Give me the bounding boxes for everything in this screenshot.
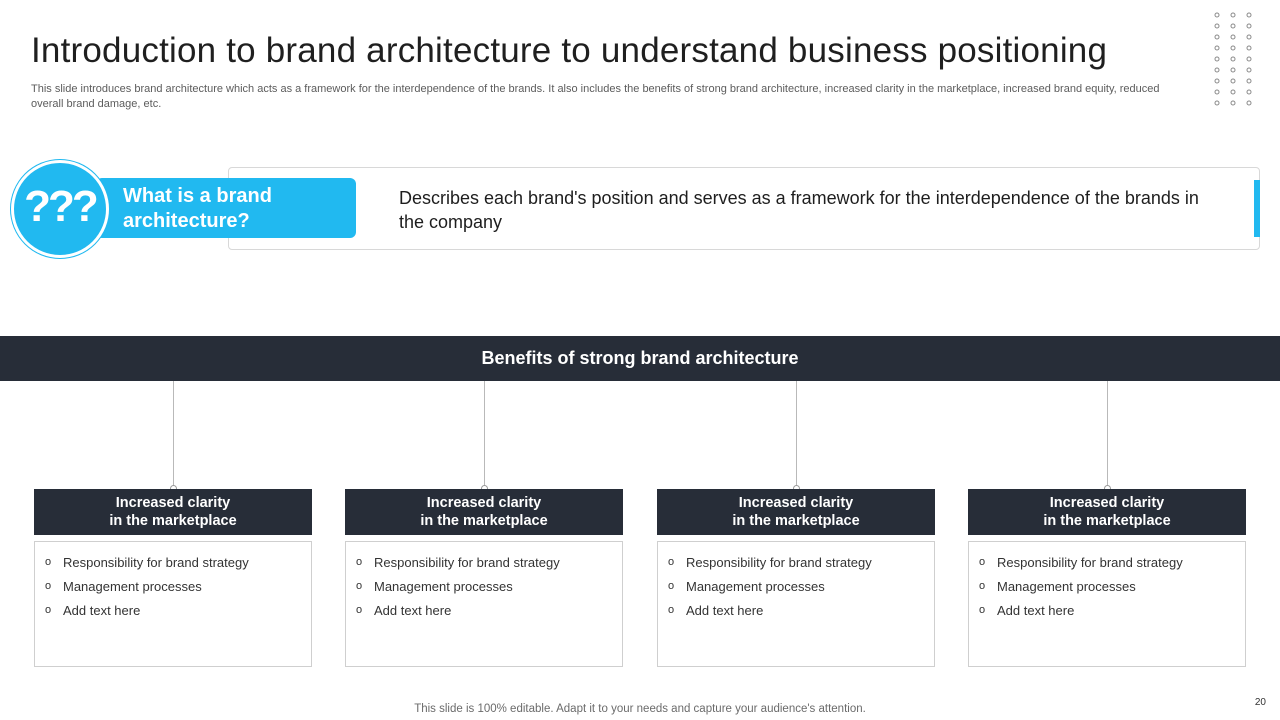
list-item: o Management processes [35,574,311,598]
list-item: o Add text here [346,598,622,622]
bullet-icon: o [356,580,363,592]
bullet-icon: o [356,556,363,568]
benefit-title-line1: Increased clarity [738,495,854,511]
definition-card-accent-bar [1254,180,1260,237]
list-item-text: Add text here [374,602,452,618]
list-item: o Add text here [35,598,311,622]
benefit-column-header: Increased clarity in the marketplace [345,489,623,535]
connector-line [796,381,797,489]
slide-title: Introduction to brand architecture to un… [31,31,1108,70]
question-marks-icon: ??? [11,160,109,258]
slide-footer-note: This slide is 100% editable. Adapt it to… [414,703,866,715]
page-number: 20 [1254,697,1266,708]
question-pill [96,178,356,238]
bullet-icon: o [668,604,675,616]
list-item-text: Management processes [63,578,202,594]
list-item: o Responsibility for brand strategy [35,550,311,574]
list-item: o Add text here [969,598,1245,622]
question-label: What is a brand architecture? [123,185,272,232]
list-item: o Responsibility for brand strategy [658,550,934,574]
benefit-title-line1: Increased clarity [1049,495,1165,511]
list-item-text: Management processes [997,578,1136,594]
benefits-heading: Benefits of strong brand architecture [481,348,799,368]
list-item-text: Responsibility for brand strategy [997,554,1183,570]
benefit-title-line2: in the marketplace [732,513,860,529]
bullet-icon: o [979,604,986,616]
bullet-icon: o [668,556,675,568]
bullet-icon: o [356,604,363,616]
list-item: o Responsibility for brand strategy [969,550,1245,574]
list-item-text: Management processes [686,578,825,594]
bullet-icon: o [45,580,52,592]
list-item: o Management processes [346,574,622,598]
bullet-icon: o [668,580,675,592]
list-item-text: Management processes [374,578,513,594]
benefit-title-line2: in the marketplace [420,513,548,529]
list-item: o Management processes [969,574,1245,598]
definition-card [228,167,1260,250]
benefit-title-line2: in the marketplace [109,513,237,529]
benefit-title-line2: in the marketplace [1043,513,1171,529]
bullet-icon: o [979,556,986,568]
list-item: o Management processes [658,574,934,598]
benefits-header-band: Benefits of strong brand architecture [0,336,1280,381]
bullet-icon: o [45,604,52,616]
bullet-icon: o [45,556,52,568]
benefit-title-line1: Increased clarity [426,495,542,511]
benefit-column-header: Increased clarity in the marketplace [34,489,312,535]
connector-line [173,381,174,489]
benefit-column-header: Increased clarity in the marketplace [968,489,1246,535]
benefit-title-line1: Increased clarity [115,495,231,511]
list-item-text: Responsibility for brand strategy [374,554,560,570]
list-item-text: Add text here [997,602,1075,618]
connector-line [484,381,485,489]
list-item-text: Responsibility for brand strategy [63,554,249,570]
list-item-text: Responsibility for brand strategy [686,554,872,570]
decorative-dot-grid [1214,12,1252,106]
connector-line [1107,381,1108,489]
list-item-text: Add text here [63,602,141,618]
question-marks-glyph: ??? [24,182,99,231]
bullet-icon: o [979,580,986,592]
list-item-text: Add text here [686,602,764,618]
list-item: o Responsibility for brand strategy [346,550,622,574]
definition-text: Describes each brand's position and serv… [399,188,1199,232]
benefit-column-header: Increased clarity in the marketplace [657,489,935,535]
list-item: o Add text here [658,598,934,622]
slide-subtitle: This slide introduces brand architecture… [31,83,1160,110]
